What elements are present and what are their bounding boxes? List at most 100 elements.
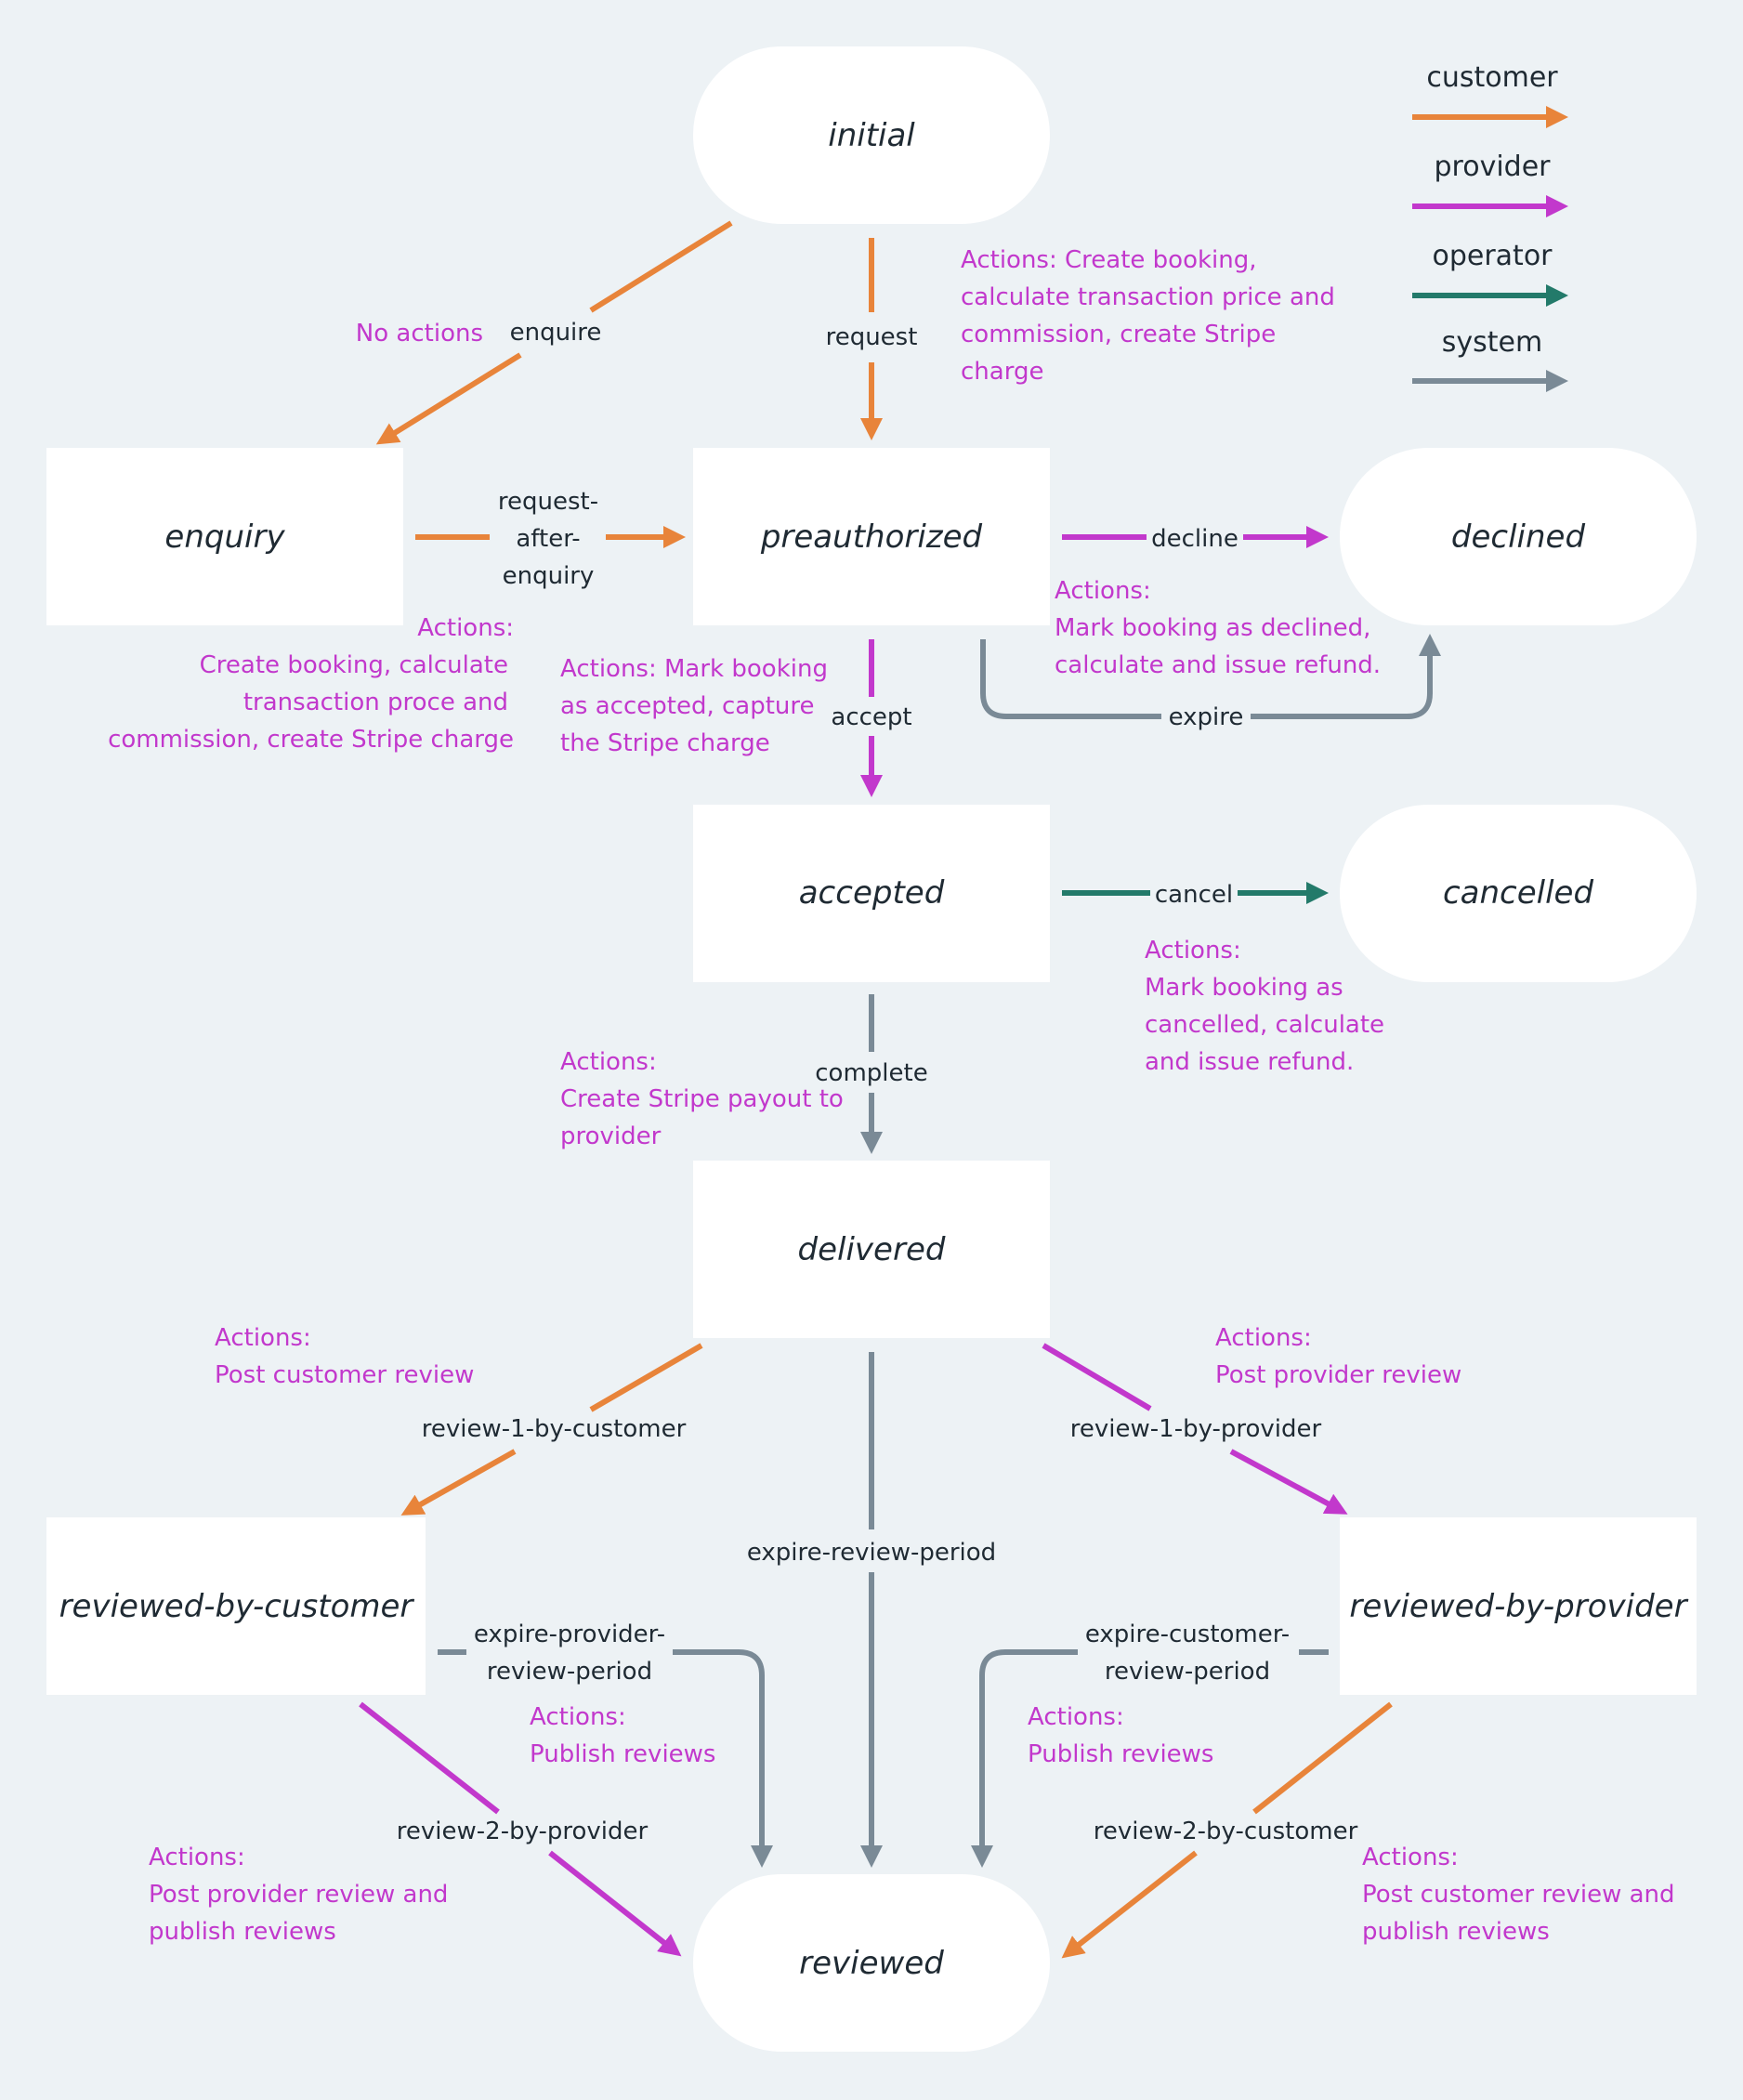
state-reviewed-by-customer-label: reviewed-by-customer <box>59 1588 415 1625</box>
note-line: Actions: <box>530 1703 626 1731</box>
note-line: Create Stripe payout to <box>560 1085 844 1113</box>
note-decline: Actions: Mark booking as declined, calcu… <box>1055 577 1381 679</box>
note-request-after-enquiry: Actions: Create booking, calculate trans… <box>108 614 514 754</box>
note-line: Actions: Mark booking <box>560 655 828 683</box>
edge-review-1-by-provider-upper <box>1042 1343 1152 1411</box>
note-line: commission, create Stripe charge <box>108 726 514 754</box>
note-line: Actions: <box>149 1844 245 1871</box>
transition-accept-label: accept <box>831 703 911 731</box>
note-line: Actions: <box>1028 1703 1124 1731</box>
state-enquiry-label: enquiry <box>164 518 285 556</box>
note-line: calculate transaction price and <box>961 283 1335 311</box>
note-line: Post customer review <box>215 1361 474 1389</box>
legend: customer provider operator system <box>1412 61 1568 392</box>
note-line: provider <box>560 1122 662 1150</box>
state-delivered <box>693 1161 1050 1338</box>
note-line: Actions: Create booking, <box>961 246 1257 274</box>
legend-operator-label: operator <box>1432 240 1553 272</box>
note-line: Publish reviews <box>530 1740 715 1768</box>
note-expire-provider-review-period: Actions: Publish reviews <box>530 1703 715 1768</box>
note-line: Post customer review and <box>1362 1881 1675 1909</box>
note-line: calculate and issue refund. <box>1055 651 1381 679</box>
transition-request-label: request <box>826 323 918 351</box>
note-complete: Actions: Create Stripe payout to provide… <box>560 1048 844 1150</box>
transition-request-after-enquiry-label-3: enquiry <box>503 562 595 590</box>
transition-complete-label: complete <box>815 1059 927 1087</box>
edge-review-1-by-provider-lower <box>1229 1449 1348 1515</box>
note-line: Create booking, calculate <box>200 651 508 679</box>
states: initial enquiry preauthorized declined a… <box>46 46 1697 2052</box>
transition-request-after-enquiry-label-2: after- <box>516 525 580 553</box>
note-line: Actions: <box>560 1048 657 1076</box>
state-accepted <box>693 805 1050 982</box>
edge-enquire-upper <box>589 220 733 313</box>
state-initial-label: initial <box>828 117 915 154</box>
note-line: Actions: <box>1362 1844 1459 1871</box>
edge-review-2-by-customer-upper <box>1252 1701 1393 1815</box>
note-no-actions: No actions <box>356 320 483 348</box>
edge-enquire-lower <box>375 352 522 445</box>
transition-expire-provider-review-period-label-1: expire-provider- <box>474 1621 665 1648</box>
action-notes: No actions Actions: Create booking, calc… <box>108 246 1674 1946</box>
state-delivered-label: delivered <box>798 1231 946 1268</box>
transition-review-2-by-provider-label: review-2-by-provider <box>397 1818 649 1845</box>
note-line: Actions: <box>215 1324 311 1352</box>
note-review-2-by-customer: Actions: Post customer review and publis… <box>1362 1844 1675 1946</box>
note-line: Mark booking as declined, <box>1055 614 1370 642</box>
transition-cancel-label: cancel <box>1155 881 1233 909</box>
state-preauthorized-label: preauthorized <box>760 518 983 556</box>
note-line: Actions: <box>1215 1324 1312 1352</box>
state-cancelled-label: cancelled <box>1443 874 1593 912</box>
edge-review-2-by-provider-lower <box>548 1850 682 1957</box>
state-declined <box>1340 448 1697 625</box>
legend-system-label: system <box>1442 326 1542 359</box>
state-preauthorized <box>693 448 1050 625</box>
transition-expire-customer-review-period-label-1: expire-customer- <box>1085 1621 1290 1648</box>
note-line: Actions: <box>417 614 514 642</box>
edge-review-2-by-provider-upper <box>359 1701 500 1815</box>
note-line: transaction proce and <box>243 689 508 716</box>
state-accepted-label: accepted <box>799 874 945 912</box>
note-review-1-by-customer: Actions: Post customer review <box>215 1324 474 1389</box>
transition-labels: enquire request request- after- enquiry … <box>397 319 1358 1845</box>
note-line: Post provider review <box>1215 1361 1461 1389</box>
legend-provider-label: provider <box>1435 151 1552 183</box>
note-line: as accepted, capture <box>560 692 815 720</box>
transition-review-2-by-customer-label: review-2-by-customer <box>1094 1818 1358 1845</box>
note-line: Actions: <box>1145 937 1241 965</box>
transition-expire-provider-review-period-label-2: review-period <box>487 1658 652 1686</box>
transition-expire-review-period-label: expire-review-period <box>747 1539 996 1567</box>
transitions <box>359 220 1441 1959</box>
note-line: Post provider review and <box>149 1881 448 1909</box>
transition-request-after-enquiry-label-1: request- <box>498 488 598 516</box>
note-accept: Actions: Mark booking as accepted, captu… <box>560 655 828 757</box>
transition-enquire-label: enquire <box>510 319 602 347</box>
transition-review-1-by-customer-label: review-1-by-customer <box>422 1415 687 1443</box>
transition-decline-label: decline <box>1151 525 1238 553</box>
edge-expire-customer-review-period-left <box>971 1649 1078 1868</box>
state-reviewed <box>693 1874 1050 2052</box>
legend-customer-label: customer <box>1426 61 1558 94</box>
state-reviewed-by-provider-label: reviewed-by-provider <box>1349 1588 1688 1625</box>
edge-review-1-by-customer-upper <box>589 1343 703 1412</box>
state-reviewed-by-provider <box>1340 1517 1697 1695</box>
transition-expire-customer-review-period-label-2: review-period <box>1105 1658 1270 1686</box>
edge-review-2-by-customer-lower <box>1061 1850 1198 1959</box>
note-line: Publish reviews <box>1028 1740 1213 1768</box>
note-line: publish reviews <box>149 1918 336 1946</box>
state-reviewed-by-customer <box>46 1517 426 1695</box>
transition-expire-label: expire <box>1169 703 1244 731</box>
note-line: Mark booking as <box>1145 974 1343 1002</box>
note-expire-customer-review-period: Actions: Publish reviews <box>1028 1703 1213 1768</box>
edge-expire-provider-review-period-right <box>673 1649 773 1868</box>
state-cancelled <box>1340 805 1697 982</box>
note-line: the Stripe charge <box>560 729 770 757</box>
note-review-1-by-provider: Actions: Post provider review <box>1215 1324 1461 1389</box>
edge-expire-left <box>980 639 1161 719</box>
note-line: publish reviews <box>1362 1918 1550 1946</box>
state-enquiry <box>46 448 403 625</box>
note-line: charge <box>961 358 1043 386</box>
note-line: and issue refund. <box>1145 1048 1354 1076</box>
